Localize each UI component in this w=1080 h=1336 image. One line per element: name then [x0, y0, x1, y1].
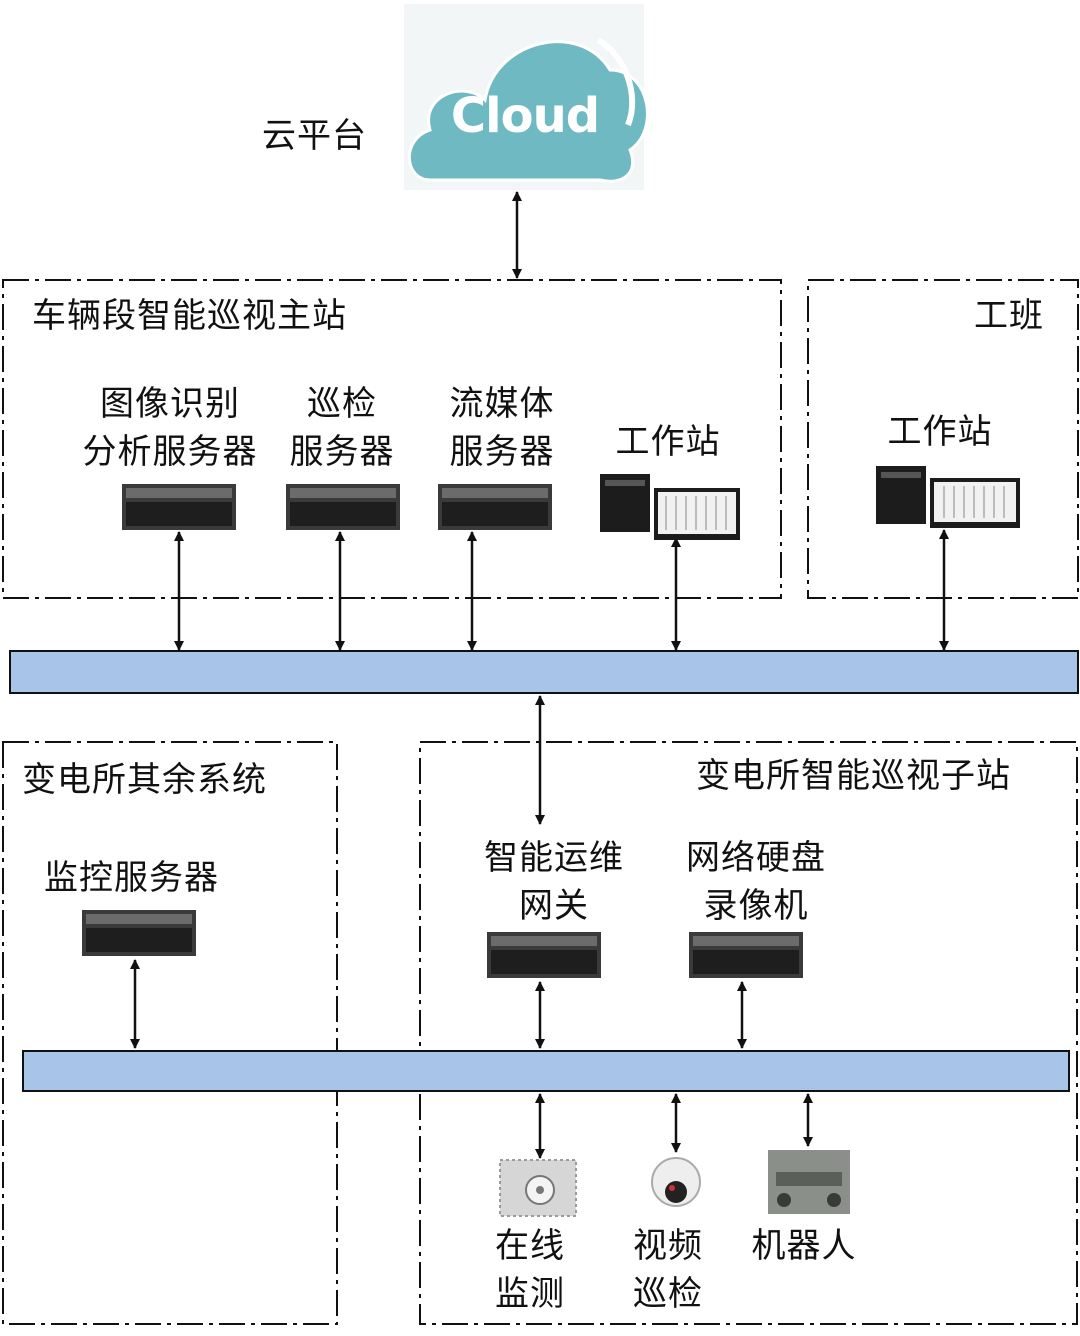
video-patrol-line1: 视频	[633, 1226, 703, 1266]
media-server-label: 流媒体 服务器	[432, 380, 572, 476]
other-systems-title: 变电所其余系统	[22, 760, 267, 800]
workstation-icon-team	[876, 466, 1020, 528]
server-icon-image-analysis	[122, 484, 236, 530]
work-team-title: 工班	[974, 296, 1044, 336]
online-monitor-line1: 在线	[495, 1226, 565, 1266]
patrol-server-label: 巡检 服务器	[272, 380, 412, 476]
upper-network-bus	[9, 650, 1079, 694]
video-patrol-line2: 巡检	[633, 1274, 703, 1314]
master-workstation-label: 工作站	[615, 422, 721, 462]
patrol-server-line1: 巡检	[307, 384, 377, 424]
nvr-label: 网络硬盘 录像机	[656, 834, 856, 930]
online-monitor-line2: 监测	[495, 1274, 565, 1314]
online-monitor-label: 在线 监测	[470, 1222, 590, 1318]
workstation-icon-master	[600, 474, 740, 540]
gateway-line1: 智能运维	[484, 838, 624, 878]
gateway-line2: 网关	[519, 886, 589, 926]
online-monitor-icon	[499, 1159, 577, 1217]
server-icon-gateway	[487, 932, 601, 978]
lower-network-bus	[22, 1050, 1070, 1092]
cloud-platform-label: 云平台	[262, 116, 367, 156]
master-station-title: 车辆段智能巡视主站	[32, 296, 347, 336]
substation-border	[419, 741, 1078, 1325]
server-icon-monitor	[82, 910, 196, 956]
image-analysis-line2: 分析服务器	[82, 432, 258, 472]
image-analysis-line1: 图像识别	[100, 384, 240, 424]
nvr-line2: 录像机	[703, 886, 809, 926]
robot-label: 机器人	[751, 1226, 857, 1266]
server-icon-nvr	[689, 932, 803, 978]
image-analysis-server-label: 图像识别 分析服务器	[60, 380, 280, 476]
media-server-line2: 服务器	[449, 432, 555, 472]
cloud-text: Cloud	[450, 88, 600, 144]
robot-icon	[768, 1150, 850, 1214]
patrol-server-line2: 服务器	[289, 432, 395, 472]
gateway-label: 智能运维 网关	[454, 834, 654, 930]
master-station-border	[2, 279, 782, 599]
video-patrol-label: 视频 巡检	[608, 1222, 728, 1318]
media-server-line1: 流媒体	[449, 384, 555, 424]
nvr-line1: 网络硬盘	[686, 838, 826, 878]
team-workstation-label: 工作站	[887, 412, 993, 452]
other-systems-border	[2, 741, 338, 1325]
server-icon-patrol	[286, 484, 400, 530]
substation-title: 变电所智能巡视子站	[696, 756, 1011, 796]
dome-camera-icon	[651, 1157, 701, 1207]
monitor-server-label: 监控服务器	[44, 858, 219, 898]
cloud-icon	[404, 4, 649, 190]
server-icon-media	[438, 484, 552, 530]
